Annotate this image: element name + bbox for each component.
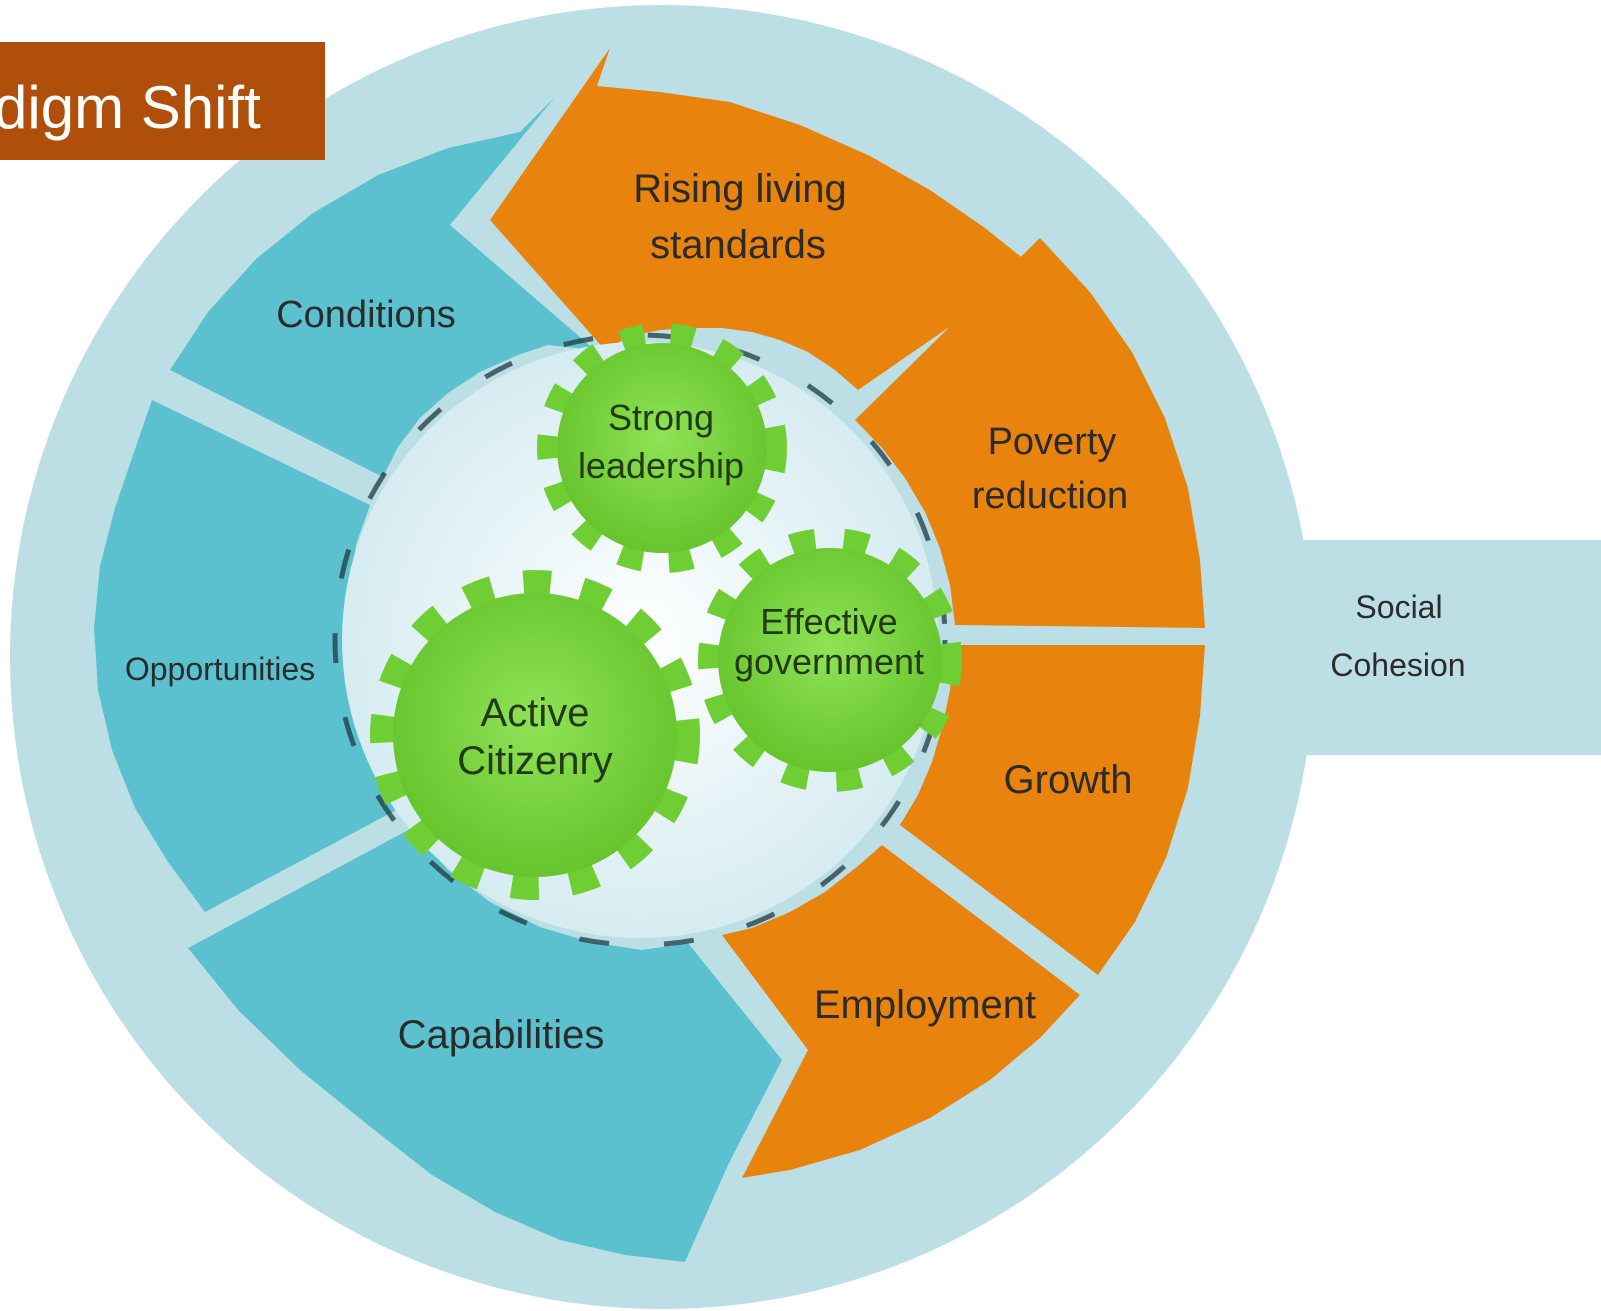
growth-segment	[900, 645, 1205, 975]
employment-label: Employment	[814, 983, 1036, 1027]
social-cohesion-label-line1: Social	[1355, 589, 1442, 625]
effective-government-label-line2: government	[734, 641, 924, 682]
rising-living-standards-segment	[490, 48, 1035, 390]
conditions-label: Conditions	[276, 294, 456, 336]
social-cohesion-label-line2: Cohesion	[1330, 647, 1465, 683]
opportunities-segment	[94, 400, 430, 912]
active-citizenry-gear	[370, 570, 700, 900]
poverty-label-line2: reduction	[972, 475, 1128, 517]
strong-leadership-label-line2: leadership	[578, 445, 744, 486]
employment-segment	[722, 845, 1080, 1178]
poverty-label-line1: Poverty	[988, 421, 1117, 463]
effective-government-gear	[698, 528, 962, 792]
capabilities-segment	[188, 828, 782, 1262]
capabilities-label: Capabilities	[398, 1013, 605, 1057]
title-text: digm Shift	[0, 74, 261, 141]
inner-disc-notch-ring	[332, 332, 948, 948]
strong-leadership-gear	[537, 323, 787, 573]
active-citizenry-label-line2: Citizenry	[457, 739, 613, 783]
strong-leadership-label-line1: Strong	[608, 397, 714, 438]
conditions-segment	[170, 97, 595, 477]
title-box	[0, 42, 325, 160]
rising-living-label-line1: Rising living	[633, 167, 846, 211]
opportunities-label: Opportunities	[125, 651, 315, 687]
rising-living-label-line2: standards	[650, 223, 826, 267]
poverty-reduction-segment	[855, 238, 1205, 628]
active-citizenry-label-line1: Active	[481, 691, 590, 735]
effective-government-label-line1: Effective	[760, 601, 897, 642]
growth-label: Growth	[1004, 758, 1133, 802]
